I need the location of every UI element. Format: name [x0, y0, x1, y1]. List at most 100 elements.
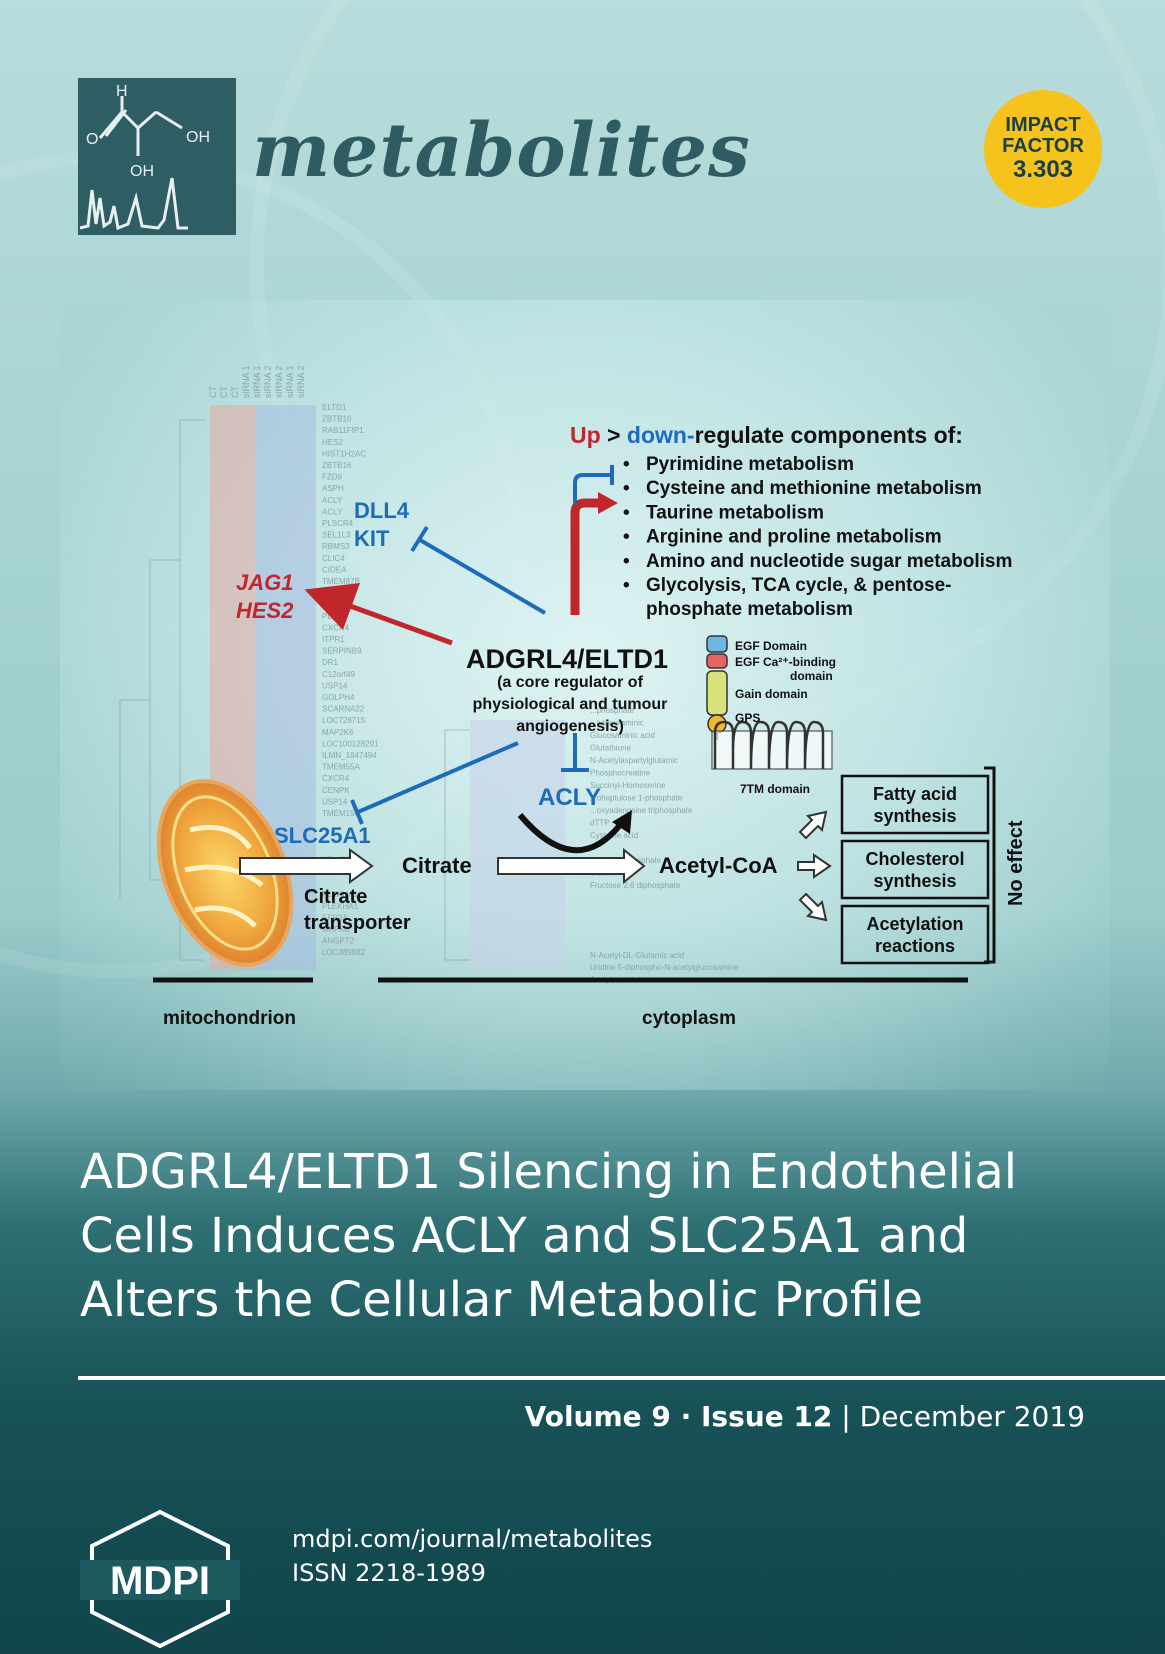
- heatmap-column-label: siRNA 1: [252, 365, 262, 398]
- acly-label: ACLY: [538, 784, 601, 811]
- heatmap-row-label: LOC389882: [322, 948, 366, 957]
- volume-label: Volume 9: [524, 1400, 671, 1433]
- heatmap-row-label: ACLY: [322, 496, 343, 505]
- mdpi-logo: MDPI: [80, 1509, 240, 1649]
- pathway-item: Cysteine and methionine metabolism: [646, 478, 982, 499]
- outcome-arrow: [798, 810, 828, 840]
- heatmap-row-label: TMEM55A: [322, 763, 360, 772]
- journal-url[interactable]: mdpi.com/journal/metabolites: [292, 1525, 653, 1553]
- heatmap-row-label: EFR3A: [322, 913, 348, 922]
- article-title-line: Alters the Cellular Metabolic Profile: [80, 1272, 924, 1328]
- conversion-arrow: [497, 847, 646, 885]
- heatmap-row-label: CXCR4: [322, 774, 350, 783]
- heatmap-row-label: ILMN_1847494: [322, 751, 377, 760]
- journal-footer: mdpi.com/journal/metabolites ISSN 2218-1…: [292, 1522, 652, 1590]
- heatmap-row-label: ZBTB16: [322, 461, 352, 470]
- seven-tm-icon: [713, 720, 825, 770]
- greater-than-label: >: [601, 422, 627, 448]
- regulate-label: regulate components of:: [695, 422, 963, 448]
- metabolite-row-label: N-Acetylaspartylglutamic: [590, 756, 678, 765]
- gain-domain-icon: [706, 670, 728, 716]
- down-regulation-arrow: [573, 473, 612, 503]
- impact-factor-label: FACTOR: [1002, 135, 1084, 158]
- heatmap-row-label: USP14: [322, 681, 348, 690]
- svg-text:O: O: [86, 131, 98, 148]
- heatmap-row-label: CHRNA1: [322, 589, 355, 598]
- journal-name: metabolites: [252, 108, 751, 194]
- metabolite-row-label: Succinyl-Homoserine: [590, 781, 666, 790]
- heatmap-row-label: GOLPH4: [322, 693, 355, 702]
- outcome-arrow: [797, 853, 832, 879]
- heatmap-row-label: CIDEA: [322, 565, 347, 574]
- up-label: Up: [570, 422, 601, 448]
- metabolite-row-label: ...phosphate: [590, 706, 635, 715]
- heatmap-row-label: HIST1H2AC: [322, 449, 366, 458]
- bullet-icon: •: [623, 575, 630, 596]
- heatmap-row-label: CENPK: [322, 786, 350, 795]
- impact-factor-value: 3.303: [1012, 156, 1074, 184]
- impact-factor-badge: IMPACT FACTOR 3.303: [984, 90, 1102, 208]
- heatmap-row-label: PLXN: [322, 612, 343, 621]
- metabolite-row-label: ...oheptulose 1-phosphate: [590, 794, 683, 803]
- outcome-label: Fatty acid: [873, 784, 957, 804]
- article-title-line: Cells Induces ACLY and SLC25A1 and: [80, 1208, 969, 1264]
- heatmap-row-label: RBMS3: [322, 542, 350, 551]
- heatmap-row-label: SERPINB9: [322, 647, 362, 656]
- heatmap-row-label: TMEM154: [322, 809, 359, 818]
- jag1-activation-arrow: [304, 583, 453, 646]
- hes2-label: HES2: [236, 598, 294, 623]
- outcome-arrow: [798, 892, 828, 922]
- outcome-boxes: Fatty acidsynthesisCholesterolsynthesisA…: [840, 774, 990, 965]
- receptor-diagram: EGF Domain EGF Ca²⁺-binding domain Gain …: [706, 635, 836, 796]
- heatmap-row-label: ZBTB16: [322, 415, 352, 424]
- heatmap-row-label: ASPH: [322, 484, 344, 493]
- metabolite-row-label: Uridine 5-diphospho-N-acetylglucosamine: [590, 963, 739, 972]
- adgrl4-label: ADGRL4/ELTD1: [466, 644, 668, 674]
- outcome-label: Cholesterol: [865, 849, 964, 869]
- heatmap-row-label: ANGPT2: [322, 937, 355, 946]
- citrate-transporter-label: transporter: [304, 912, 411, 934]
- up-regulation-arrow: [570, 498, 600, 615]
- heatmap-row-label: C12orf49: [322, 670, 355, 679]
- issue-separator: ·: [670, 1400, 702, 1433]
- issue-info: Volume 9 · Issue 12 | December 2019: [525, 1400, 1085, 1433]
- pathway-item: Taurine metabolism: [646, 502, 824, 523]
- gps-label: GPS: [735, 711, 760, 725]
- seven-tm-label: 7TM domain: [740, 782, 810, 796]
- heatmap-row-label: TMEM87B: [322, 577, 360, 586]
- heatmap-column-label: siRNA 2: [274, 365, 284, 398]
- bullet-icon: •: [623, 478, 630, 499]
- heatmap-row-label: PLEKHA1: [322, 902, 359, 911]
- heatmap-row-label: ELTD1: [322, 403, 347, 412]
- metabolite-row-label: Glucosaminic acid: [590, 731, 655, 740]
- no-effect-label: No effect: [1005, 820, 1027, 906]
- slc25a1-inhibition-line: [357, 741, 519, 814]
- issue-date: December 2019: [859, 1400, 1085, 1433]
- pathway-list: •Pyrimidine metabolism•Cysteine and meth…: [623, 454, 1012, 620]
- heatmap-column-label: CT: [230, 386, 240, 398]
- regulation-header: Up > down-regulate components of:: [570, 422, 963, 448]
- gain-domain-label: Gain domain: [735, 687, 808, 701]
- pathway-item: Arginine and proline metabolism: [646, 527, 942, 548]
- title-divider: [78, 1376, 1165, 1380]
- heatmap-row-label: HES2: [322, 438, 343, 447]
- heatmap-row-label: LOC728715: [322, 716, 366, 725]
- heatmap-row-label: CXCR4: [322, 623, 350, 632]
- inhibition-bar-icon: [350, 799, 364, 825]
- heatmap-column-label: CT: [219, 386, 229, 398]
- egf-domain-label: EGF Domain: [735, 639, 807, 653]
- adgrl4-description-line: (a core regulator of: [497, 674, 643, 691]
- heatmap-row-label: DR1: [322, 658, 339, 667]
- dll4-label: DLL4: [354, 498, 410, 523]
- molecule-logo-icon: H O OH OH: [79, 83, 210, 231]
- article-title: ADGRL4/ELTD1 Silencing in Endothelial Ce…: [80, 1140, 1120, 1332]
- heatmap-row-label: PLSCR4: [322, 519, 354, 528]
- egf-domain-icon: [706, 635, 728, 653]
- mdpi-wordmark: MDPI: [110, 1559, 210, 1603]
- outcome-box-frame: [840, 904, 990, 965]
- egf-ca-domain-label: domain: [790, 669, 833, 683]
